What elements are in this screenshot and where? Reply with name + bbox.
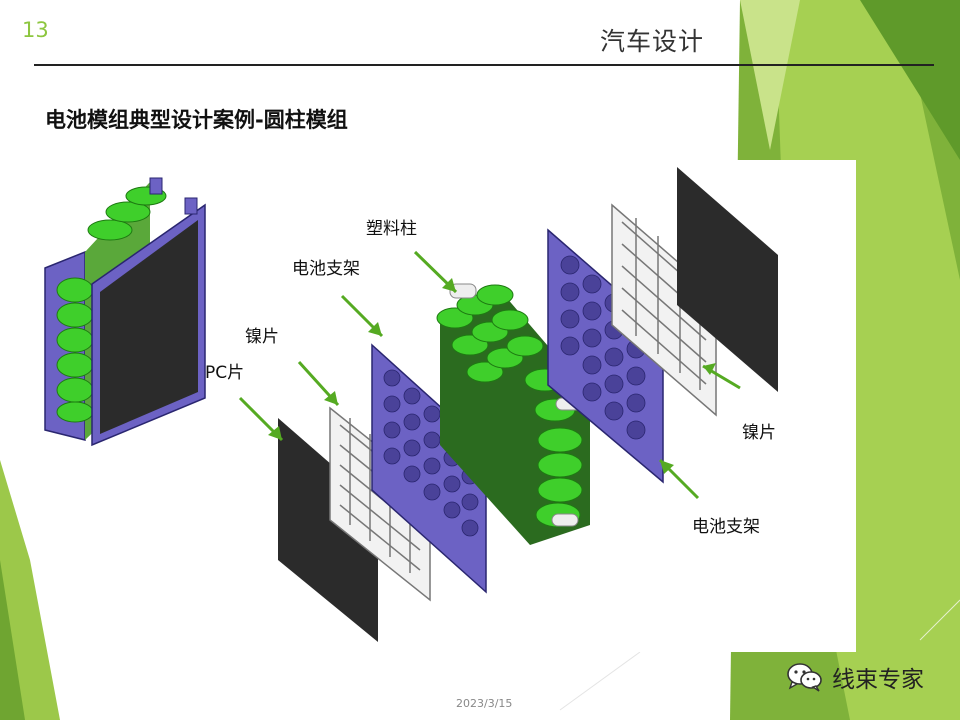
pc-sheet-right-shape xyxy=(677,167,778,392)
callout-nickel-strip-right: 镍片 xyxy=(742,423,776,443)
slide-title: 电池模组典型设计案例-圆柱模组 xyxy=(45,108,348,132)
watermark-text: 线束专家 xyxy=(832,667,924,693)
callout-pc-sheet: PC片 xyxy=(205,363,245,383)
header-divider xyxy=(34,64,934,66)
callout-plastic-post: 塑料柱 xyxy=(366,219,417,239)
callout-arrowheads xyxy=(268,278,716,474)
page-number: 13 xyxy=(22,18,49,42)
callout-battery-holder-bottom: 电池支架 xyxy=(692,517,760,537)
slide-date: 2023/3/15 xyxy=(456,697,513,710)
assembled-module xyxy=(44,177,206,447)
callout-nickel-strip-left: 镍片 xyxy=(245,327,279,347)
watermark: 线束专家 xyxy=(786,660,924,694)
section-title: 汽车设计 xyxy=(600,27,705,56)
wechat-icon xyxy=(787,663,822,692)
callout-battery-holder-top: 电池支架 xyxy=(292,259,360,279)
pc-sheet-shape xyxy=(278,418,378,642)
